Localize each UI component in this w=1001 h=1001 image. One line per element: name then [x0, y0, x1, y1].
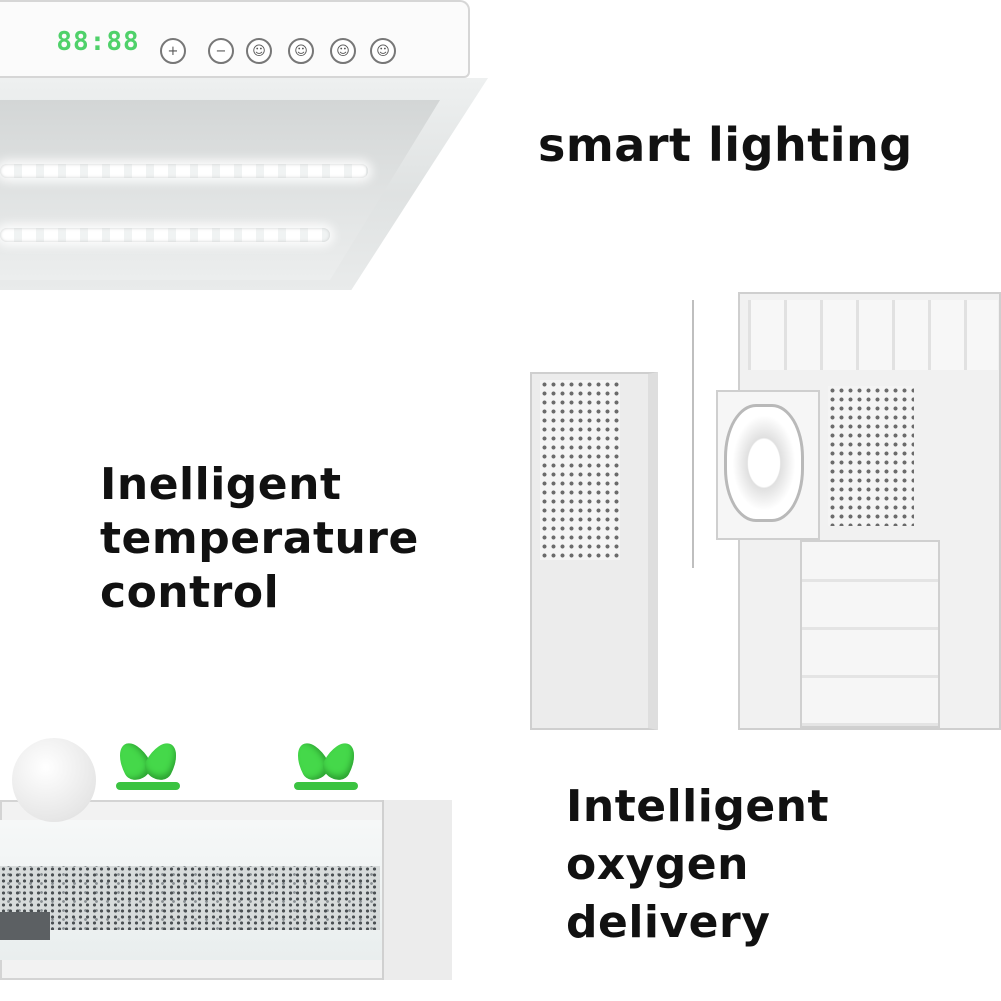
- fan-icon: [724, 404, 804, 522]
- caption-line: Intelligent: [566, 781, 830, 832]
- plant-sprout-icon: [112, 737, 184, 790]
- frame-lower-section: [800, 540, 940, 728]
- mode-button-3[interactable]: ☺: [330, 38, 356, 64]
- vent-cover-mesh: [540, 380, 620, 560]
- mode-button-1[interactable]: ☺: [246, 38, 272, 64]
- stone: [0, 912, 50, 940]
- decor-sphere: [12, 738, 96, 822]
- control-bar: [0, 0, 470, 78]
- caption-line: control: [100, 567, 280, 618]
- led-display: 88:88: [56, 27, 140, 57]
- caption-line: oxygen: [566, 839, 749, 890]
- minus-button[interactable]: −: [208, 38, 234, 64]
- smart-light-panel: 88:88 + − ☺ ☺ ☺ ☺: [0, 0, 490, 292]
- plant-sprout-icon: [290, 737, 362, 790]
- caption-temperature-control: Inelligent temperature control: [100, 458, 419, 620]
- power-wire: [692, 300, 694, 568]
- led-strip: [0, 228, 330, 242]
- gravel-substrate: [0, 866, 380, 930]
- mode-button-2[interactable]: ☺: [288, 38, 314, 64]
- caption-oxygen-delivery: Intelligent oxygen delivery: [566, 778, 829, 952]
- caption-line: delivery: [566, 897, 771, 948]
- caption-line: Inelligent: [100, 459, 342, 510]
- led-strip: [0, 164, 368, 178]
- plus-button[interactable]: +: [160, 38, 186, 64]
- mode-button-4[interactable]: ☺: [370, 38, 396, 64]
- frame-grid: [748, 300, 998, 370]
- tank-vent-mesh: [828, 386, 914, 526]
- caption-smart-lighting: smart lighting: [538, 118, 913, 172]
- tank-step: [382, 800, 452, 980]
- caption-line: temperature: [100, 513, 419, 564]
